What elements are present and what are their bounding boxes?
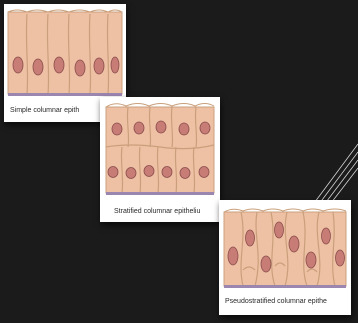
pseudostratified-columnar-panel: Pseudostratified columnar epithe: [219, 200, 351, 315]
pseudostratified-columnar-illustration: [219, 200, 351, 296]
simple-columnar-illustration: [4, 4, 126, 104]
apical-surface: [106, 104, 214, 108]
stratified-columnar-caption: Stratified columnar epitheliu: [100, 208, 220, 215]
stratified-columnar-illustration: [100, 97, 220, 205]
basement-membrane: [8, 93, 122, 96]
pseudostratified-columnar-caption: Pseudostratified columnar epithe: [219, 298, 351, 305]
stratified-columnar-panel: Stratified columnar epitheliu: [100, 97, 220, 222]
basement-membrane: [224, 285, 346, 288]
cell-layer: [8, 12, 122, 94]
basement-membrane: [106, 192, 214, 195]
